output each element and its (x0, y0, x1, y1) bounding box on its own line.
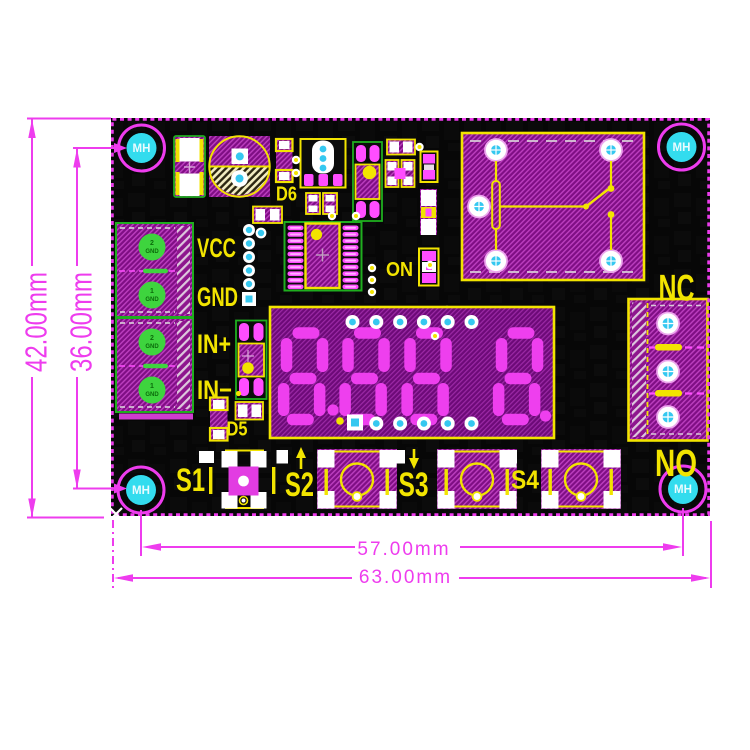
svg-text:GND: GND (145, 297, 159, 303)
svg-text:NC: NC (659, 268, 695, 309)
svg-text:2: 2 (150, 335, 154, 342)
svg-text:S3: S3 (399, 466, 429, 504)
svg-text:D5: D5 (227, 418, 248, 441)
svg-text:MH: MH (133, 143, 151, 155)
svg-text:S2: S2 (285, 466, 314, 504)
svg-text:GND: GND (145, 249, 159, 255)
svg-text:VCC: VCC (197, 233, 236, 263)
svg-text:1: 1 (150, 288, 154, 295)
svg-text:2: 2 (150, 240, 154, 247)
svg-text:1: 1 (150, 383, 154, 390)
svg-text:GND: GND (145, 392, 159, 398)
svg-text:MH: MH (673, 142, 691, 154)
svg-text:S4: S4 (511, 465, 539, 495)
svg-text:GND: GND (197, 282, 238, 312)
svg-text:63.00mm: 63.00mm (359, 567, 452, 588)
svg-text:MH: MH (132, 485, 150, 497)
svg-text:57.00mm: 57.00mm (357, 539, 450, 560)
svg-text:S1: S1 (176, 462, 205, 498)
svg-text:MH: MH (674, 484, 692, 496)
svg-text:D6: D6 (276, 183, 297, 206)
svg-text:36.00mm: 36.00mm (64, 272, 99, 372)
svg-text:GND: GND (145, 344, 159, 350)
svg-text:NO: NO (655, 443, 697, 485)
svg-text:IN+: IN+ (197, 329, 231, 359)
svg-text:42.00mm: 42.00mm (19, 272, 54, 372)
svg-text:ON: ON (386, 258, 413, 281)
